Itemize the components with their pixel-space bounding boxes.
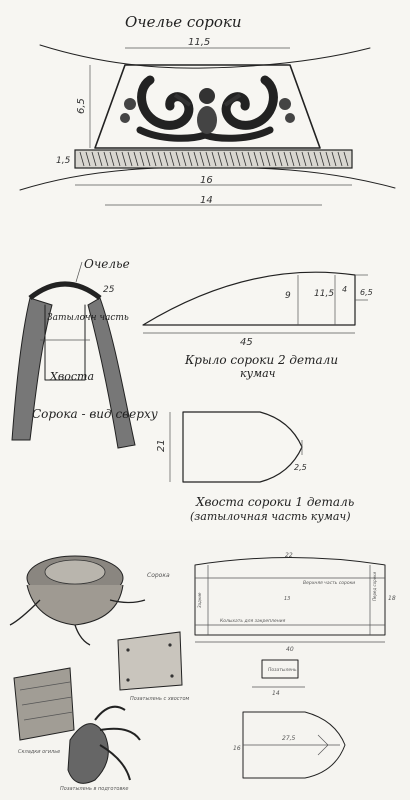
soroka-top-view <box>11 281 136 449</box>
label-ochelie: Очелье <box>84 257 130 271</box>
dim-band-height: 1,5 <box>56 156 71 166</box>
pattern1-left-label: Задние <box>197 592 202 608</box>
pattern-2 <box>252 659 305 688</box>
tail-caption-1: Хвоста сороки 1 деталь <box>195 495 354 509</box>
wing-h4: 6,5 <box>360 288 373 297</box>
pattern3-width: 27,5 <box>282 735 296 742</box>
wing-caption-2: кумач <box>240 367 276 380</box>
pattern1-height-inner: 13 <box>284 596 290 602</box>
pattern2-dim: 14 <box>272 690 280 697</box>
pattern-3 <box>242 711 346 779</box>
photo-label-top: Сорока <box>147 572 170 579</box>
ochelie-top-curve <box>39 44 371 69</box>
tail-caption-2: (затылочная часть кумач) <box>190 510 351 523</box>
ochelie-ornament <box>120 75 295 142</box>
wing-h3: 4 <box>342 285 347 294</box>
pattern1-bottom-label: Колыхать для закрепления <box>220 618 286 624</box>
ochelie-trapezoid <box>94 64 321 149</box>
dim-bottom-width: 16 <box>200 175 213 186</box>
soroka-caption: Сорока - вид сверху <box>32 407 158 421</box>
dim-height-main: 6,5 <box>76 98 87 114</box>
dim-soroka: 25 <box>103 285 115 295</box>
tail-pattern <box>169 411 303 483</box>
wing-caption-1: Крыло сороки 2 детали <box>184 353 338 367</box>
wing-h1: 9 <box>285 291 291 301</box>
pattern1-side-label: Перед сороки <box>372 571 377 601</box>
pattern3-height: 16 <box>233 745 241 752</box>
leader-ochelie <box>75 261 83 283</box>
dim-top-width: 11,5 <box>188 37 210 48</box>
ochelie-band-hatch <box>79 151 349 167</box>
ochelie-band <box>74 149 353 169</box>
pattern-1 <box>194 557 386 643</box>
wing-h2: 11,5 <box>314 289 334 299</box>
pattern1-bottom-width: 40 <box>286 646 294 653</box>
ochelie-title: Очелье сороки <box>125 13 242 31</box>
doc-label-3: Позатылень в подготовке <box>60 786 129 792</box>
dim-base-width: 14 <box>200 195 213 206</box>
pattern2-label: Позатылень <box>268 667 297 673</box>
label-zatylok: Затылочн часть <box>47 313 129 323</box>
pattern1-height: 18 <box>388 595 396 602</box>
sketch-piece-3 <box>67 705 141 784</box>
doc-label-2: Позатылень с хвостом <box>130 696 190 702</box>
doc-label-1: Складки огилье <box>18 749 60 755</box>
wing-pattern <box>142 271 368 334</box>
sketch-piece-1 <box>117 631 183 691</box>
pattern1-top: 22 <box>285 552 293 559</box>
sketch-piece-2 <box>13 667 75 741</box>
wing-length: 45 <box>240 337 253 348</box>
tail-height: 21 <box>156 439 167 452</box>
pattern1-inner: Верхняя часть сороки <box>303 580 355 586</box>
tail-notch: 2,5 <box>294 463 307 472</box>
sketch-soroka-bowl <box>9 555 146 646</box>
label-khvost: Хвоста <box>49 370 94 383</box>
